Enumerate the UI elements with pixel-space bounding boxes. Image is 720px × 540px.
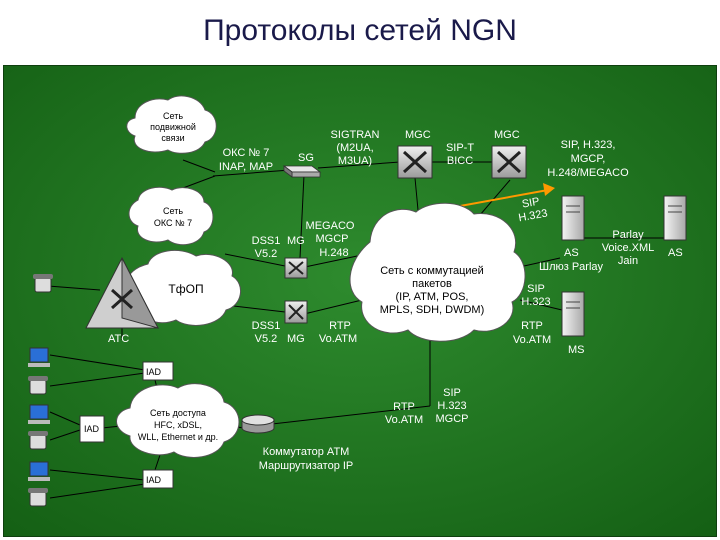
computer-icon bbox=[28, 461, 50, 481]
server-icon bbox=[561, 195, 585, 241]
sg-label: SG bbox=[298, 152, 314, 164]
mobile-network-cloud bbox=[126, 95, 217, 154]
mgc-switch-icon bbox=[397, 145, 433, 179]
svg-text:IAD: IAD bbox=[146, 367, 162, 377]
mg-label: MG bbox=[287, 235, 305, 247]
atc-switch-icon bbox=[85, 256, 159, 329]
computer-icon bbox=[28, 404, 50, 424]
links bbox=[34, 159, 668, 499]
computer-icon bbox=[28, 347, 50, 367]
sigtran-label: SIGTRAN(M2UA,M3UA) bbox=[331, 129, 380, 167]
mg-label: MG bbox=[287, 333, 305, 345]
sip-h323-arrow-label: SIPH.323 bbox=[515, 195, 548, 225]
as-label: AS bbox=[668, 247, 683, 259]
phone-icon bbox=[33, 274, 53, 293]
pstn-label: ТфОП bbox=[168, 282, 203, 296]
signaling-gateway-icon bbox=[282, 165, 322, 178]
mgc-label: MGC bbox=[405, 129, 431, 141]
phone-icon bbox=[28, 488, 48, 507]
atc-label: АТС bbox=[108, 333, 129, 345]
phone-icon bbox=[28, 376, 48, 395]
mgc-label: MGC bbox=[494, 129, 520, 141]
server-icon bbox=[663, 195, 687, 241]
iad-device: IAD bbox=[142, 361, 174, 381]
sip-protocols-label: SIP, H.323,MGCP,H.248/MEGACO bbox=[547, 139, 629, 179]
ms-label: MS bbox=[568, 344, 585, 356]
access-network-cloud bbox=[116, 383, 240, 458]
server-icon bbox=[561, 291, 585, 337]
iad-device: IAD bbox=[79, 415, 105, 443]
parlay-gateway-label: Шлюз Parlay bbox=[539, 261, 604, 273]
phone-icon bbox=[28, 431, 48, 450]
media-gateway-icon bbox=[284, 300, 308, 324]
ss7-network-cloud bbox=[128, 186, 214, 246]
page-title: Протоколы сетей NGN bbox=[203, 14, 517, 47]
mgc-switch-icon bbox=[491, 145, 527, 179]
media-gateway-icon bbox=[284, 257, 308, 279]
svg-text:IAD: IAD bbox=[84, 424, 100, 434]
router-icon bbox=[241, 414, 275, 434]
iad-device: IAD bbox=[142, 469, 174, 489]
as-label: AS bbox=[564, 247, 579, 259]
packet-network-cloud bbox=[349, 202, 526, 342]
svg-text:IAD: IAD bbox=[146, 475, 162, 485]
